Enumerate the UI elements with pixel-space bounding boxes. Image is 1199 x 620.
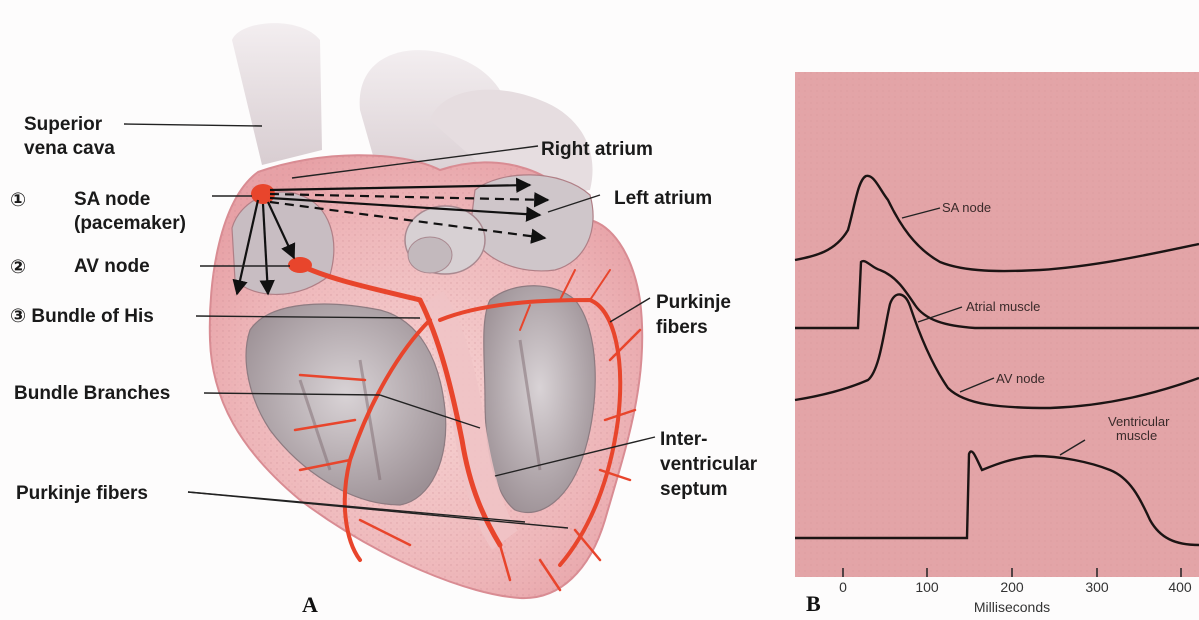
label-interventricular-line1: Inter- [660, 429, 708, 450]
trace-label-atrial-muscle: Atrial muscle [966, 299, 1040, 314]
trace-label-ventricular-line1: Ventricular [1108, 414, 1170, 429]
x-tick-0: 0 [839, 579, 847, 595]
panel-b-letter: B [806, 591, 821, 616]
label-superior-vena-cava-line2: vena cava [24, 138, 115, 159]
x-tick-200: 200 [1000, 579, 1024, 595]
label-purkinje-fibers-left: Purkinje fibers [16, 483, 148, 504]
step-1-marker: ① [10, 190, 26, 211]
av-node [288, 257, 312, 273]
label-av-node: AV node [74, 256, 150, 277]
label-left-atrium: Left atrium [614, 188, 712, 209]
superior-vena-cava [232, 23, 322, 165]
label-sa-node-line1: SA node [74, 189, 150, 210]
trace-label-av-node: AV node [996, 371, 1045, 386]
x-tick-400: 400 [1168, 579, 1192, 595]
label-purkinje-fibers-right-line2: fibers [656, 317, 708, 338]
label-bundle-of-his: ③ Bundle of His [10, 306, 154, 327]
label-superior-vena-cava-line1: Superior [24, 114, 103, 135]
panel-a-letter: A [302, 592, 318, 617]
label-right-atrium: Right atrium [541, 139, 653, 160]
step-2-marker: ② [10, 257, 26, 278]
label-interventricular-line2: ventricular [660, 454, 758, 475]
x-axis-label: Milliseconds [974, 599, 1050, 615]
label-bundle-branches: Bundle Branches [14, 383, 170, 404]
label-sa-node-line2: (pacemaker) [74, 213, 186, 234]
x-tick-100: 100 [915, 579, 939, 595]
action-potential-panel: SA node Atrial muscle AV node Ventricula… [795, 72, 1199, 616]
trace-label-ventricular-line2: muscle [1116, 428, 1157, 443]
x-tick-300: 300 [1085, 579, 1109, 595]
heart-illustration [210, 23, 642, 598]
label-purkinje-fibers-right-line1: Purkinje [656, 292, 731, 313]
trace-label-sa-node: SA node [942, 200, 991, 215]
label-interventricular-line3: septum [660, 479, 728, 500]
